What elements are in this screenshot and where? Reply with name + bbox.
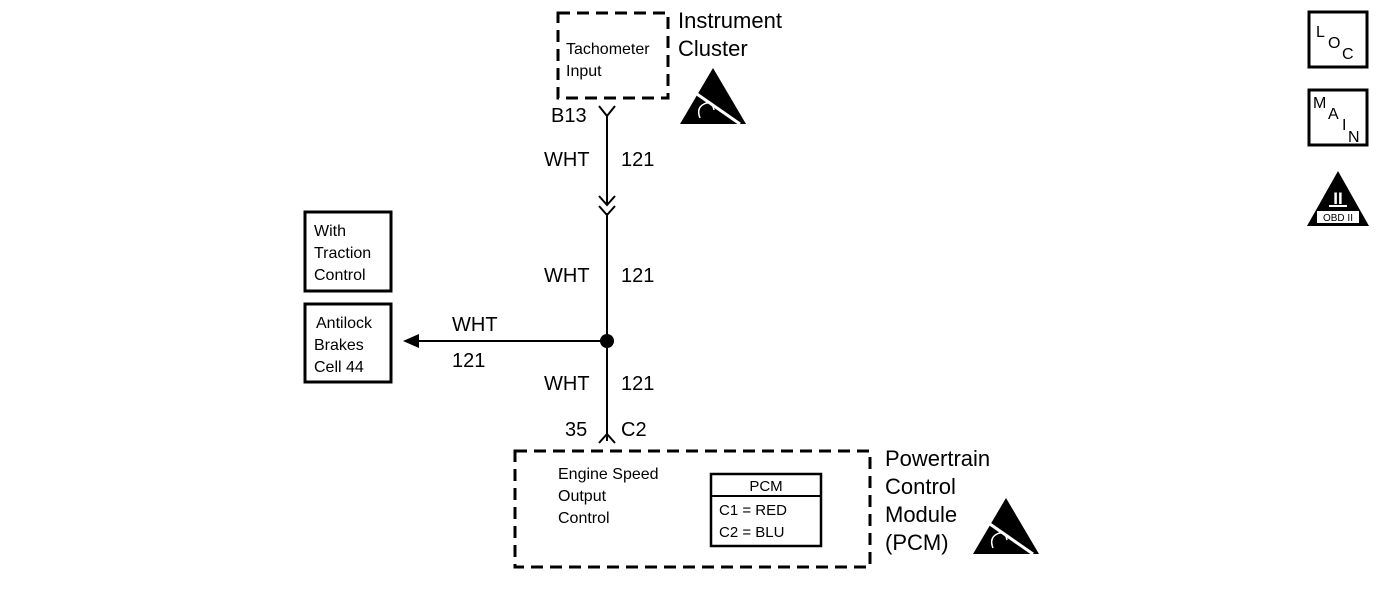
- instrument-cluster-title-2: Cluster: [678, 36, 748, 61]
- wire-circuit-label-1: 121: [621, 149, 654, 171]
- pcm-legend-c1: C1 = RED: [719, 502, 787, 519]
- pcm-legend-c2: C2 = BLU: [719, 524, 784, 541]
- loc-letter-l: L: [1316, 24, 1325, 41]
- abs-box-line-2: Brakes: [314, 337, 364, 354]
- tachometer-input-label-1: Tachometer: [566, 41, 650, 58]
- traction-control-option-box: [303, 210, 393, 293]
- pcm-title-2: Control: [885, 474, 956, 499]
- pcm-function-line-2: Output: [558, 488, 607, 505]
- abs-box-line-1: Antilock: [316, 315, 373, 332]
- esd-warning-icon: [680, 68, 746, 126]
- loc-letter-o: O: [1328, 35, 1340, 52]
- pcm-legend-title: PCM: [749, 478, 782, 495]
- main-letter-i: I: [1342, 117, 1346, 134]
- wire-circuit-label-3: 121: [621, 373, 654, 395]
- pcm-title-4: (PCM): [885, 530, 949, 555]
- main-letter-a: A: [1328, 106, 1339, 123]
- traction-option-line-3: Control: [314, 267, 366, 284]
- instrument-cluster-title-1: Instrument: [678, 8, 782, 33]
- pcm-connector-legend: PCM C1 = RED C2 = BLU: [709, 472, 823, 548]
- obd-label: OBD II: [1323, 213, 1353, 224]
- wire-color-label-3: WHT: [544, 373, 590, 395]
- wire-color-label-2: WHT: [544, 265, 590, 287]
- abs-wire-circuit-label: 121: [452, 350, 485, 372]
- pcm-outline: [513, 449, 872, 569]
- traction-option-line-1: With: [314, 223, 346, 240]
- pcm-esd-warning-icon: [973, 498, 1039, 556]
- main-letter-m: M: [1313, 95, 1326, 112]
- pcm-title-3: Module: [885, 502, 957, 527]
- abs-arrow-icon: [403, 334, 419, 348]
- wire-color-label-1: WHT: [544, 149, 590, 171]
- antilock-brakes-reference-box[interactable]: [303, 302, 393, 384]
- pcm-title-1: Powertrain: [885, 446, 990, 471]
- loc-nav-button[interactable]: L O C: [1307, 10, 1369, 69]
- main-nav-button[interactable]: M A I N: [1307, 88, 1369, 147]
- pcm-function-line-3: Control: [558, 510, 610, 527]
- main-letter-n: N: [1348, 129, 1360, 146]
- instrument-cluster-outline: [556, 11, 670, 100]
- pcm-pin-label: 35: [565, 419, 587, 441]
- tachometer-input-label-2: Input: [566, 63, 602, 80]
- loc-letter-c: C: [1342, 46, 1354, 63]
- obd-ii-nav-button[interactable]: II OBD II: [1307, 171, 1369, 226]
- cluster-pin-label: B13: [551, 105, 587, 127]
- pcm-connector-symbol: [598, 432, 616, 444]
- cluster-connector-symbol: [598, 105, 616, 118]
- abs-box-line-3: Cell 44: [314, 359, 364, 376]
- abs-wire-color-label: WHT: [452, 314, 498, 336]
- pcm-function-line-1: Engine Speed: [558, 466, 659, 483]
- traction-option-line-2: Traction: [314, 245, 371, 262]
- wire-circuit-label-2: 121: [621, 265, 654, 287]
- pcm-connector-label: C2: [621, 419, 647, 441]
- obd-numeral: II: [1333, 189, 1342, 208]
